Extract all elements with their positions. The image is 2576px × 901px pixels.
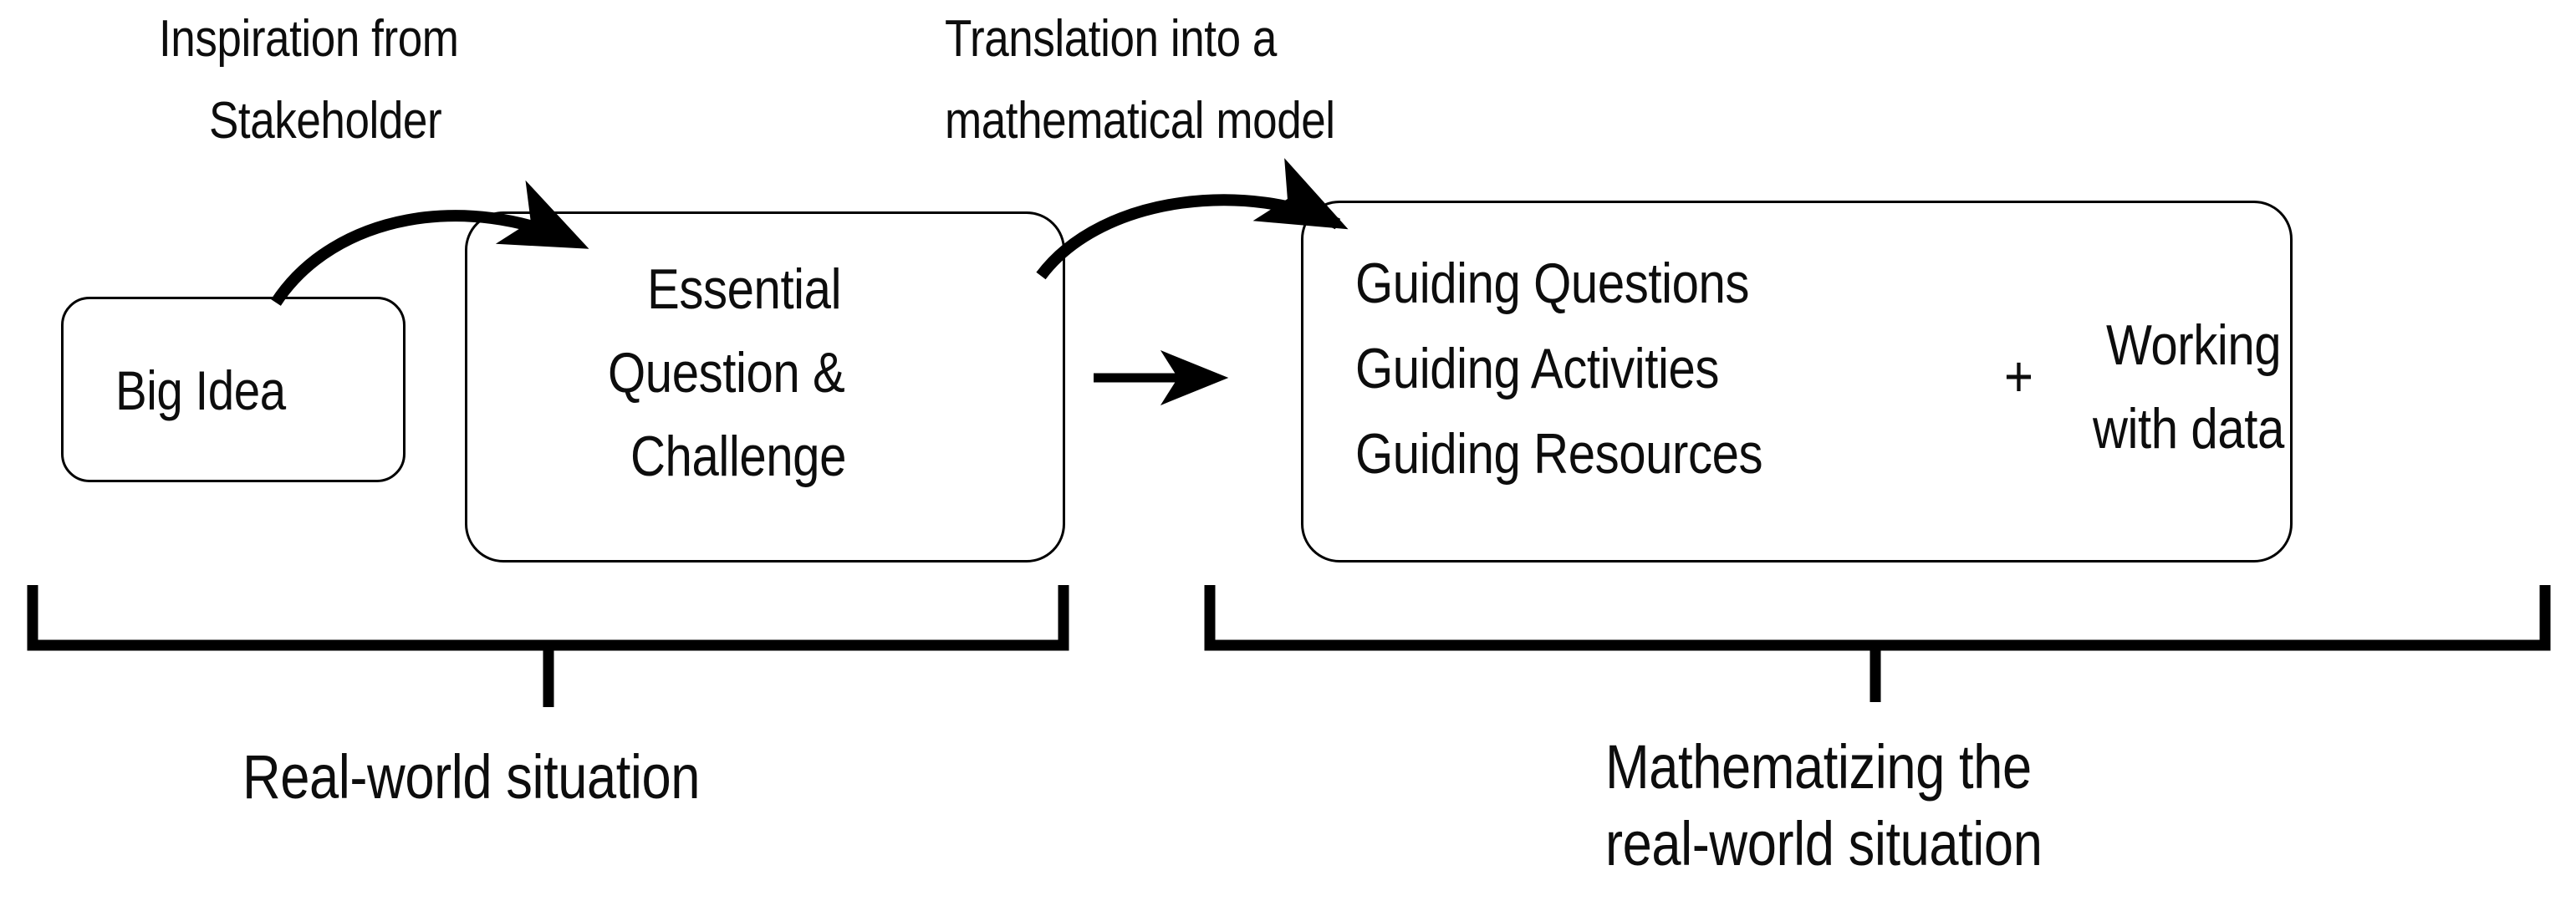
box-essential-question[interactable]: Essential Question & Challenge	[465, 211, 1065, 562]
box-working-with-data-line2: with data	[2093, 397, 2284, 461]
bracket-left-label: Real-world situation	[242, 742, 701, 812]
plus-symbol: +	[2004, 344, 2033, 409]
bracket-left-shape	[27, 585, 1069, 651]
curved-arrow-translation-icon	[1036, 158, 1349, 280]
bracket-right-label-line1: Mathematizing the	[1605, 732, 2032, 802]
box-working-with-data-line1: Working	[2106, 313, 2282, 377]
box-guiding-resources: Guiding Resources	[1355, 422, 1763, 486]
annotation-inspiration-line2: Stakeholder	[209, 92, 442, 150]
box-guiding-questions: Guiding Questions	[1355, 252, 1750, 315]
box-big-idea-label: Big Idea	[115, 359, 286, 421]
annotation-inspiration-line1: Inspiration from	[159, 10, 459, 68]
box-essential-question-line2: Question &	[608, 341, 845, 405]
box-big-idea[interactable]: Big Idea	[61, 297, 406, 482]
box-essential-question-line3: Challenge	[630, 425, 846, 488]
annotation-translation-line1: Translation into a	[945, 10, 1277, 68]
annotation-translation-line2: mathematical model	[945, 92, 1335, 150]
bracket-right-label-line2: real-world situation	[1605, 809, 2043, 878]
box-essential-question-line1: Essential	[647, 257, 842, 321]
box-guiding-and-data[interactable]: Guiding Questions Guiding Activities Gui…	[1301, 201, 2293, 562]
bracket-right-shape	[1204, 585, 2551, 651]
box-guiding-activities: Guiding Activities	[1355, 337, 1720, 400]
